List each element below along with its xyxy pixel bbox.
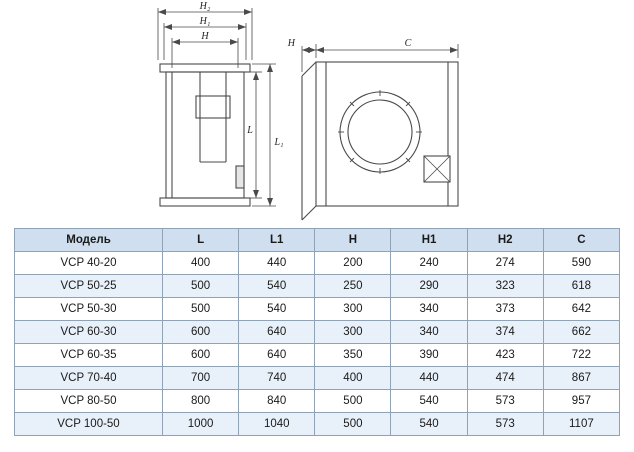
column-header: L xyxy=(161,228,240,252)
value-cell: 400 xyxy=(161,251,240,275)
column-header: H xyxy=(314,228,392,252)
value-cell: 340 xyxy=(390,297,468,321)
value-cell: 290 xyxy=(390,274,468,298)
value-cell: 640 xyxy=(238,320,316,344)
value-cell: 274 xyxy=(466,251,544,275)
value-cell: 722 xyxy=(542,343,621,367)
value-cell: 340 xyxy=(390,320,468,344)
value-cell: 600 xyxy=(161,320,240,344)
model-cell: VCP 70-40 xyxy=(14,366,163,390)
dim-label-front-h: H xyxy=(287,38,296,49)
value-cell: 700 xyxy=(161,366,240,390)
terminal-box xyxy=(423,155,451,183)
model-cell: VCP 100-50 xyxy=(14,412,163,436)
column-header: C xyxy=(542,228,621,252)
value-cell: 540 xyxy=(390,389,468,413)
value-cell: 390 xyxy=(390,343,468,367)
value-cell: 1107 xyxy=(542,412,621,436)
model-cell: VCP 50-30 xyxy=(14,297,163,321)
value-cell: 640 xyxy=(238,343,316,367)
column-header: L1 xyxy=(238,228,316,252)
value-cell: 573 xyxy=(466,412,544,436)
technical-drawing: H₂ H₁ H L L₁ xyxy=(157,1,459,221)
value-cell: 600 xyxy=(161,343,240,367)
value-cell: 500 xyxy=(161,297,240,321)
value-cell: 323 xyxy=(466,274,544,298)
value-cell: 618 xyxy=(542,274,621,298)
model-cell: VCP 60-35 xyxy=(14,343,163,367)
value-cell: 250 xyxy=(314,274,392,298)
value-cell: 373 xyxy=(466,297,544,321)
column-header: Модель xyxy=(14,228,163,252)
value-cell: 300 xyxy=(314,320,392,344)
value-cell: 500 xyxy=(161,274,240,298)
column-header: H2 xyxy=(466,228,544,252)
value-cell: 500 xyxy=(314,389,392,413)
value-cell: 867 xyxy=(542,366,621,390)
value-cell: 957 xyxy=(542,389,621,413)
dim-label-front-c: C xyxy=(405,38,412,49)
value-cell: 540 xyxy=(238,274,316,298)
side-view-outline xyxy=(159,63,251,207)
model-cell: VCP 50-25 xyxy=(14,274,163,298)
value-cell: 1000 xyxy=(161,412,240,436)
dim-label-l1: L₁ xyxy=(273,137,283,148)
model-cell: VCP 40-20 xyxy=(14,251,163,275)
fan-dimension-drawing: H₂ H₁ H L L₁ xyxy=(157,1,459,221)
side-view-dimension-lines xyxy=(157,8,276,207)
front-view-dimension-lines xyxy=(301,44,459,72)
value-cell: 440 xyxy=(238,251,316,275)
value-cell: 423 xyxy=(466,343,544,367)
value-cell: 240 xyxy=(390,251,468,275)
inlet-bolt-marks xyxy=(338,90,422,174)
column-header: H1 xyxy=(390,228,468,252)
value-cell: 500 xyxy=(314,412,392,436)
front-view-dimension-labels: H C xyxy=(287,38,412,49)
value-cell: 590 xyxy=(542,251,621,275)
dim-label-h2: H₂ xyxy=(199,1,211,12)
value-cell: 540 xyxy=(390,412,468,436)
dim-label-h: H xyxy=(200,31,209,42)
value-cell: 400 xyxy=(314,366,392,390)
value-cell: 474 xyxy=(466,366,544,390)
model-cell: VCP 80-50 xyxy=(14,389,163,413)
value-cell: 1040 xyxy=(238,412,316,436)
dim-label-h1: H₁ xyxy=(199,16,211,27)
value-cell: 642 xyxy=(542,297,621,321)
value-cell: 800 xyxy=(161,389,240,413)
value-cell: 662 xyxy=(542,320,621,344)
side-view-dimension-labels: H₂ H₁ H L L₁ xyxy=(199,1,284,148)
value-cell: 740 xyxy=(238,366,316,390)
value-cell: 300 xyxy=(314,297,392,321)
value-cell: 350 xyxy=(314,343,392,367)
front-view-outline xyxy=(301,61,459,221)
value-cell: 573 xyxy=(466,389,544,413)
dim-label-l: L xyxy=(246,125,253,136)
model-cell: VCP 60-30 xyxy=(14,320,163,344)
value-cell: 540 xyxy=(238,297,316,321)
value-cell: 374 xyxy=(466,320,544,344)
value-cell: 440 xyxy=(390,366,468,390)
value-cell: 840 xyxy=(238,389,316,413)
value-cell: 200 xyxy=(314,251,392,275)
